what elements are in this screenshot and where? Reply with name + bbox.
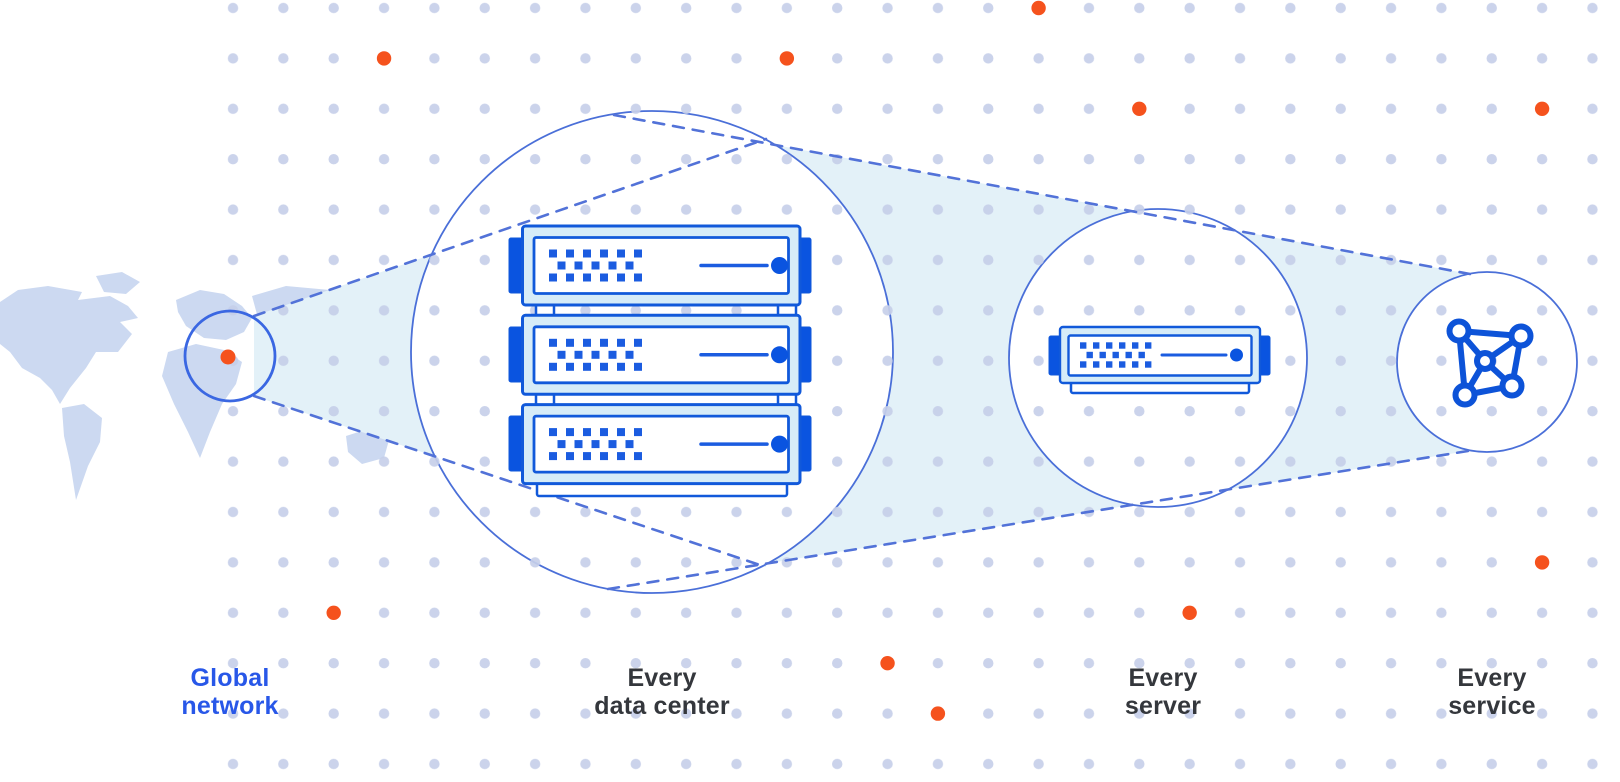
accent-dot	[1534, 555, 1550, 570]
caption-every-server: Every server	[1125, 664, 1201, 720]
accent-dot	[1132, 101, 1147, 117]
server-unit	[508, 224, 812, 307]
caption-line: server	[1124, 692, 1202, 720]
accent-dot	[1031, 0, 1046, 16]
dashed-line-lower-left	[252, 394, 768, 569]
dashed-line-upper-right	[612, 113, 1472, 276]
dashed-line-upper-left	[252, 137, 768, 318]
caption-line: data center	[594, 692, 730, 720]
caption-line: Every	[627, 664, 697, 692]
accent-dots	[326, 0, 1550, 721]
accent-dot	[880, 656, 895, 671]
accent-dot	[326, 605, 341, 620]
caption-line: Global	[190, 664, 270, 692]
caption-line: network	[181, 692, 279, 720]
map-region-marker	[183, 309, 277, 403]
caption-line: Every	[1457, 664, 1527, 692]
accent-dot	[779, 51, 795, 66]
accent-dot	[1534, 101, 1550, 117]
caption-global-network: Global network	[181, 664, 278, 720]
map-region-circle	[183, 309, 277, 403]
server-icon	[1048, 325, 1271, 395]
dashed-line-lower-right	[606, 449, 1470, 591]
caption-line: Every	[1128, 664, 1198, 692]
accent-dot	[930, 706, 946, 721]
accent-dot	[376, 51, 392, 66]
server-unit	[508, 313, 812, 396]
caption-line: service	[1448, 692, 1536, 720]
caption-every-data-center: Every data center	[594, 664, 730, 720]
zoom-guides	[252, 113, 1472, 591]
server-unit	[508, 403, 812, 486]
location-dot-icon	[220, 349, 236, 365]
accent-dot	[1182, 605, 1197, 620]
caption-every-service: Every service	[1448, 664, 1536, 720]
server-stack-icon	[508, 224, 812, 498]
mesh-network-icon	[1446, 318, 1534, 408]
dot-grid	[227, 0, 1612, 775]
